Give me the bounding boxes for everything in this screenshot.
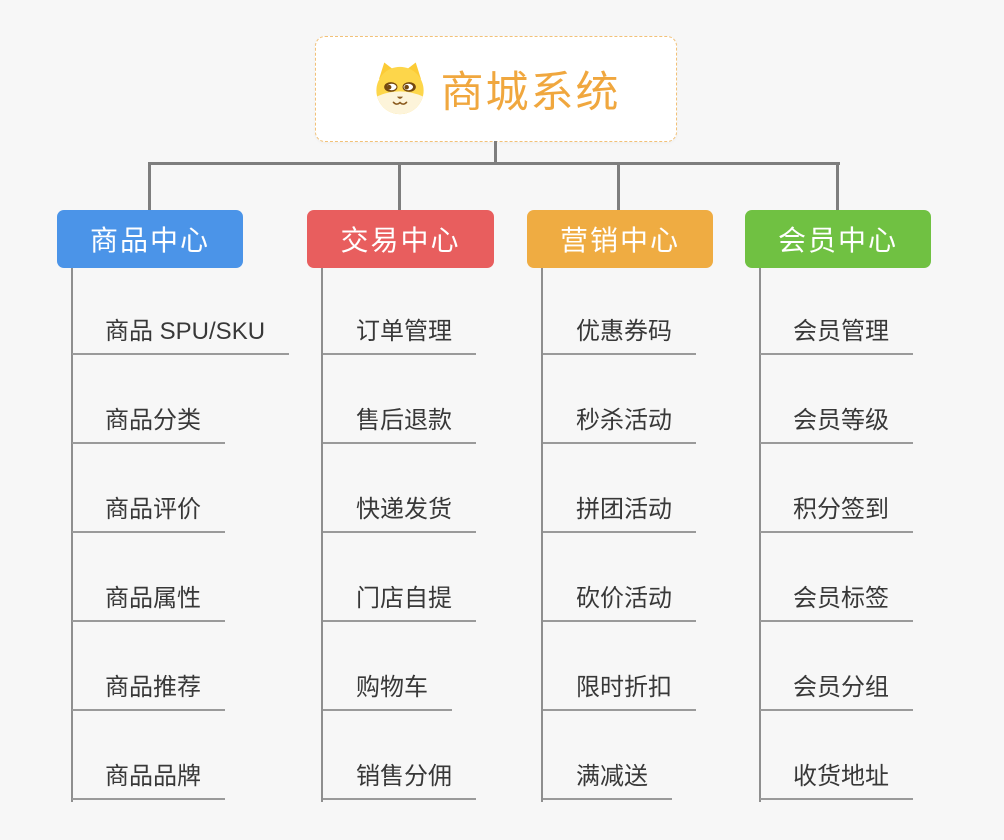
- leaf-label: 限时折扣: [543, 673, 696, 711]
- leaf-node[interactable]: 优惠券码: [543, 317, 696, 355]
- root-node[interactable]: 商城系统: [315, 36, 677, 142]
- leaf-label: 商品 SPU/SKU: [72, 317, 290, 355]
- leaf-node[interactable]: 商品属性: [72, 584, 225, 622]
- leaf-label: 砍价活动: [543, 584, 696, 622]
- connector-root-stem: [494, 141, 497, 163]
- leaf-label: 门店自提: [323, 584, 476, 622]
- branch-spine-trade: [321, 268, 323, 802]
- branch-spine-member: [759, 268, 761, 802]
- leaf-node[interactable]: 限时折扣: [543, 673, 696, 711]
- leaf-node[interactable]: 会员等级: [760, 406, 913, 444]
- leaf-label: 收货地址: [760, 762, 913, 800]
- root-title: 商城系统: [440, 69, 621, 117]
- connector-drop-trade: [398, 162, 401, 210]
- leaf-node[interactable]: 会员管理: [760, 317, 913, 355]
- leaf-label: 商品属性: [72, 584, 225, 622]
- branch-label: 交易中心: [340, 225, 461, 256]
- leaf-node[interactable]: 满减送: [543, 762, 672, 800]
- leaf-node[interactable]: 商品评价: [72, 495, 225, 533]
- dog-face-icon: [372, 59, 428, 120]
- leaf-label: 满减送: [543, 762, 672, 800]
- leaf-node[interactable]: 商品 SPU/SKU: [72, 317, 290, 355]
- leaf-node[interactable]: 砍价活动: [543, 584, 696, 622]
- leaf-node[interactable]: 商品分类: [72, 406, 225, 444]
- leaf-label: 销售分佣: [323, 762, 476, 800]
- connector-horizontal: [148, 162, 840, 165]
- leaf-label: 售后退款: [323, 406, 476, 444]
- branch-node-trade-center[interactable]: 交易中心: [307, 210, 494, 268]
- leaf-label: 秒杀活动: [543, 406, 696, 444]
- branch-spine-marketing: [541, 268, 543, 802]
- leaf-label: 购物车: [323, 673, 452, 711]
- leaf-node[interactable]: 秒杀活动: [543, 406, 696, 444]
- leaf-label: 优惠券码: [543, 317, 696, 355]
- connector-drop-product: [148, 162, 151, 210]
- leaf-label: 会员管理: [760, 317, 913, 355]
- branch-spine-product: [71, 268, 73, 802]
- leaf-node[interactable]: 订单管理: [323, 317, 476, 355]
- leaf-node[interactable]: 销售分佣: [323, 762, 476, 800]
- leaf-node[interactable]: 积分签到: [760, 495, 913, 533]
- branch-node-product-center[interactable]: 商品中心: [57, 210, 243, 268]
- branch-label: 营销中心: [559, 225, 680, 256]
- leaf-node[interactable]: 商品推荐: [72, 673, 225, 711]
- connector-drop-member: [836, 162, 839, 210]
- leaf-label: 商品品牌: [72, 762, 225, 800]
- leaf-node[interactable]: 商品品牌: [72, 762, 225, 800]
- leaf-label: 商品评价: [72, 495, 225, 533]
- leaf-label: 积分签到: [760, 495, 913, 533]
- branch-node-marketing-center[interactable]: 营销中心: [527, 210, 713, 268]
- branch-label: 会员中心: [777, 225, 898, 256]
- leaf-label: 会员标签: [760, 584, 913, 622]
- leaf-node[interactable]: 快递发货: [323, 495, 476, 533]
- leaf-label: 会员分组: [760, 673, 913, 711]
- leaf-label: 快递发货: [323, 495, 476, 533]
- leaf-label: 商品推荐: [72, 673, 225, 711]
- leaf-node[interactable]: 收货地址: [760, 762, 913, 800]
- leaf-node[interactable]: 会员标签: [760, 584, 913, 622]
- leaf-node[interactable]: 售后退款: [323, 406, 476, 444]
- leaf-node[interactable]: 门店自提: [323, 584, 476, 622]
- connector-drop-marketing: [617, 162, 620, 210]
- leaf-label: 商品分类: [72, 406, 225, 444]
- leaf-label: 会员等级: [760, 406, 913, 444]
- leaf-label: 订单管理: [323, 317, 476, 355]
- leaf-node[interactable]: 购物车: [323, 673, 452, 711]
- branch-label: 商品中心: [89, 225, 210, 256]
- branch-node-member-center[interactable]: 会员中心: [745, 210, 931, 268]
- leaf-node[interactable]: 会员分组: [760, 673, 913, 711]
- leaf-label: 拼团活动: [543, 495, 696, 533]
- leaf-node[interactable]: 拼团活动: [543, 495, 696, 533]
